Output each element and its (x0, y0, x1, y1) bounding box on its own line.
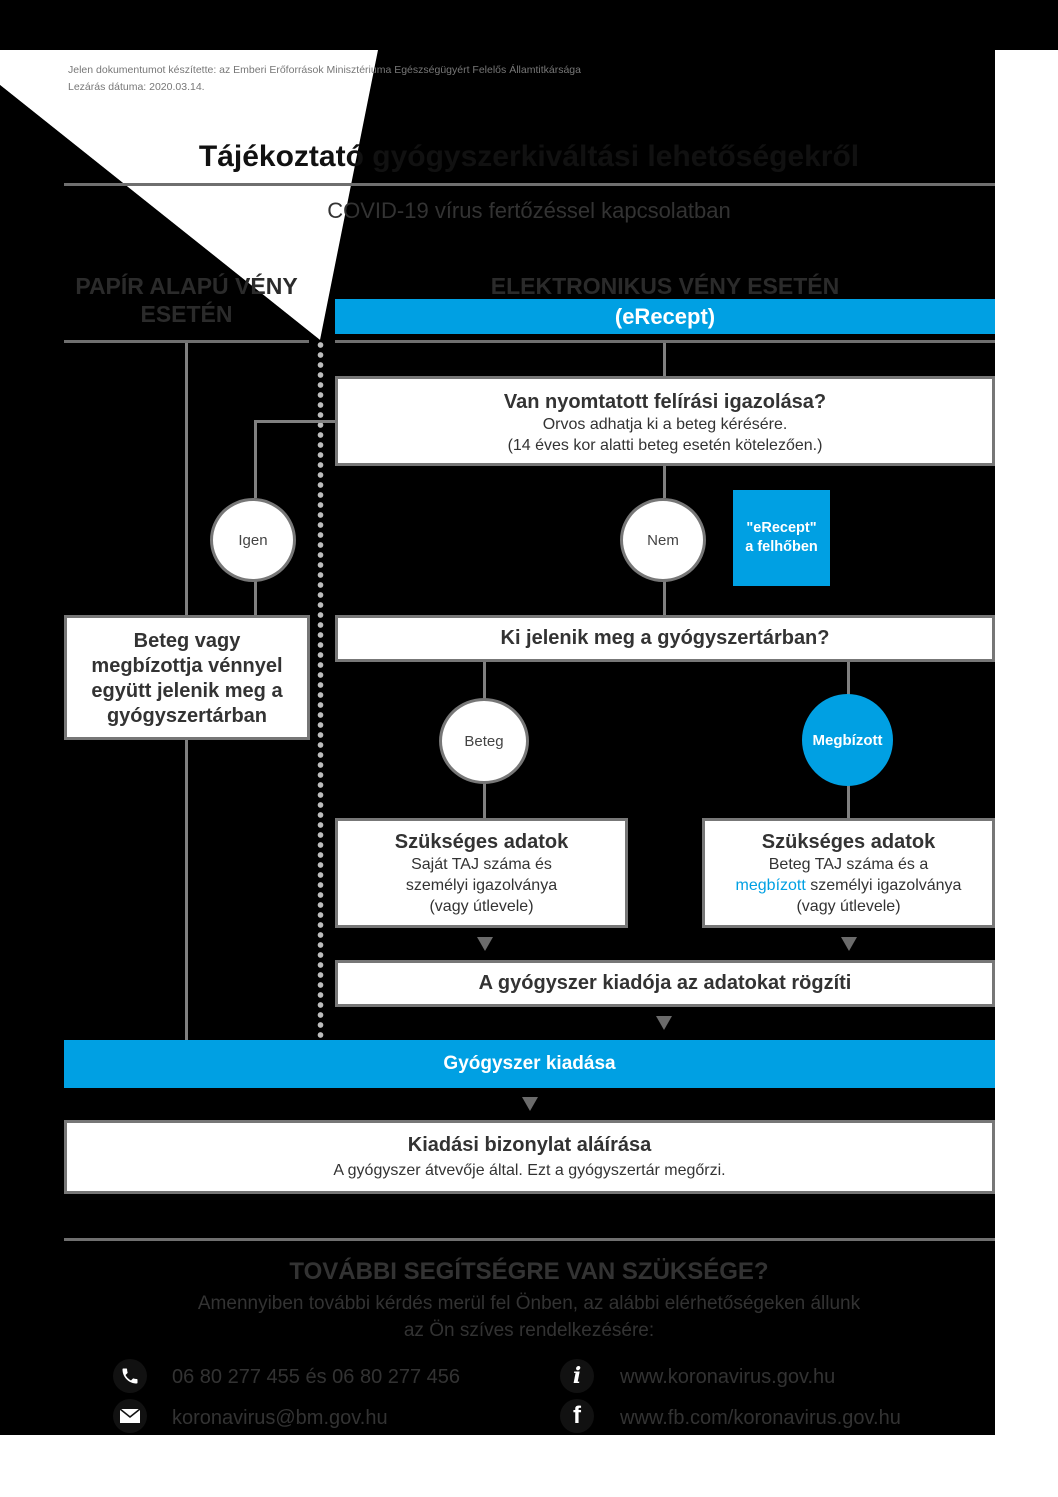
box-line: (vagy útlevele) (429, 898, 534, 915)
receipt-text: A gyógyszer átvevője által. Ezt a gyógys… (333, 1162, 726, 1179)
erecept-banner: (eRecept) (335, 299, 995, 334)
closing-date: Lezárás dátuma: 2020.03.14. (68, 81, 205, 93)
connector (483, 660, 486, 700)
arrow-down-icon (656, 1016, 672, 1030)
proxy-required-data-box: Szükséges adatok Beteg TAJ száma és a me… (702, 818, 995, 928)
arrow-down-icon (841, 937, 857, 951)
paper-box-line: Beteg vagy (133, 630, 241, 652)
paper-box-line: megbízottja vénnyel (91, 655, 283, 677)
box-line: (vagy útlevele) (796, 898, 901, 915)
help-text: Amennyiben további kérdés merül fel Önbe… (197, 1293, 861, 1314)
who-appears-question-box: Ki jelenik meg a gyógyszertárban? (335, 615, 995, 662)
proxy-circle: Megbízott (802, 694, 893, 786)
connector (847, 660, 850, 695)
proxy-highlight: megbízott (735, 877, 806, 894)
patient-required-data-box: Szükséges adatok Saját TAJ száma és szem… (335, 818, 628, 928)
connector (663, 580, 666, 617)
printed-certificate-question-box: Van nyomtatott felírási igazolása? Orvos… (335, 376, 995, 466)
question-title: Van nyomtatott felírási igazolása? (503, 391, 827, 413)
box-title: Szükséges adatok (761, 831, 936, 853)
help-text: az Ön szíves rendelkezésére: (403, 1320, 655, 1341)
page-subtitle: COVID-19 vírus fertőzéssel kapcsolatban (327, 198, 731, 223)
paper-line-top (185, 343, 188, 618)
box-line: Saját TAJ száma és (411, 856, 552, 873)
email-address[interactable]: koronavirus@bm.gov.hu (172, 1407, 388, 1429)
box-title: Szükséges adatok (394, 831, 569, 853)
cloud-badge-line2: a felhőben (745, 539, 818, 555)
dispense-banner: Gyógyszer kiadása (64, 1040, 995, 1088)
facebook-link[interactable]: www.fb.com/koronavirus.gov.hu (620, 1407, 901, 1429)
title-divider (64, 183, 995, 186)
paper-header-line1: PAPÍR ALAPÚ VÉNY (75, 273, 298, 299)
erecept-cloud-badge: "eRecept" a felhőben (733, 490, 830, 586)
record-data-box: A gyógyszer kiadója az adatokat rögzíti (335, 960, 995, 1007)
receipt-title: Kiadási bizonylat aláírása (407, 1134, 652, 1156)
question-note: Orvos adhatja ki a beteg kérésére. (542, 416, 788, 433)
paper-box-line: gyógyszertárban (106, 705, 268, 727)
paper-header-line2: ESETÉN (140, 301, 233, 327)
phone-numbers[interactable]: 06 80 277 455 és 06 80 277 456 (172, 1366, 461, 1388)
electronic-header-rule (335, 340, 995, 343)
electronic-column-header: ELEKTRONIKUS VÉNY ESETÉN (490, 273, 840, 299)
box-line: megbízott személyi igazolványa (705, 875, 992, 896)
receipt-signature-box: Kiadási bizonylat aláírása A gyógyszer á… (64, 1120, 995, 1194)
cloud-badge-line1: "eRecept" (746, 520, 817, 536)
column-separator (317, 340, 324, 1040)
website-link[interactable]: www.koronavirus.gov.hu (620, 1366, 836, 1388)
paper-box-line: együtt jelenik meg a (91, 680, 283, 702)
no-circle: Nem (620, 498, 706, 582)
paper-prescription-box: Beteg vagy megbízottja vénnyel együtt je… (64, 615, 310, 740)
question-note: (14 éves kor alatti beteg esetén kötelez… (507, 437, 823, 454)
arrow-down-icon (477, 937, 493, 951)
phone-icon (113, 1359, 147, 1393)
paper-line-bottom (185, 738, 188, 1040)
patient-circle: Beteg (439, 698, 529, 784)
author-note: Jelen dokumentumot készítette: az Emberi… (68, 64, 581, 76)
connector (663, 343, 666, 377)
box-line: személyi igazolványa (405, 877, 558, 894)
box-line-rest: személyi igazolványa (805, 877, 962, 894)
paper-header-rule (64, 340, 309, 343)
box-line: Beteg TAJ száma és a (768, 856, 929, 873)
help-title: TOVÁBBI SEGÍTSÉGRE VAN SZÜKSÉGE? (289, 1258, 769, 1285)
connector (483, 782, 486, 819)
arrow-down-icon (522, 1097, 538, 1111)
info-icon: i (560, 1359, 594, 1393)
connector (847, 785, 850, 819)
help-divider (64, 1238, 995, 1241)
facebook-icon: f (560, 1399, 594, 1433)
yes-circle: Igen (210, 498, 296, 582)
connector (254, 420, 338, 423)
connector (663, 463, 666, 498)
paper-column-header: PAPÍR ALAPÚ VÉNY ESETÉN (64, 272, 309, 328)
connector (254, 420, 257, 498)
page-title: Tájékoztató gyógyszerkiváltási lehetőség… (198, 140, 860, 173)
connector (254, 580, 257, 617)
record-text: A gyógyszer kiadója az adatokat rögzíti (478, 972, 852, 994)
question-title: Ki jelenik meg a gyógyszertárban? (500, 627, 830, 649)
email-icon (113, 1399, 147, 1433)
